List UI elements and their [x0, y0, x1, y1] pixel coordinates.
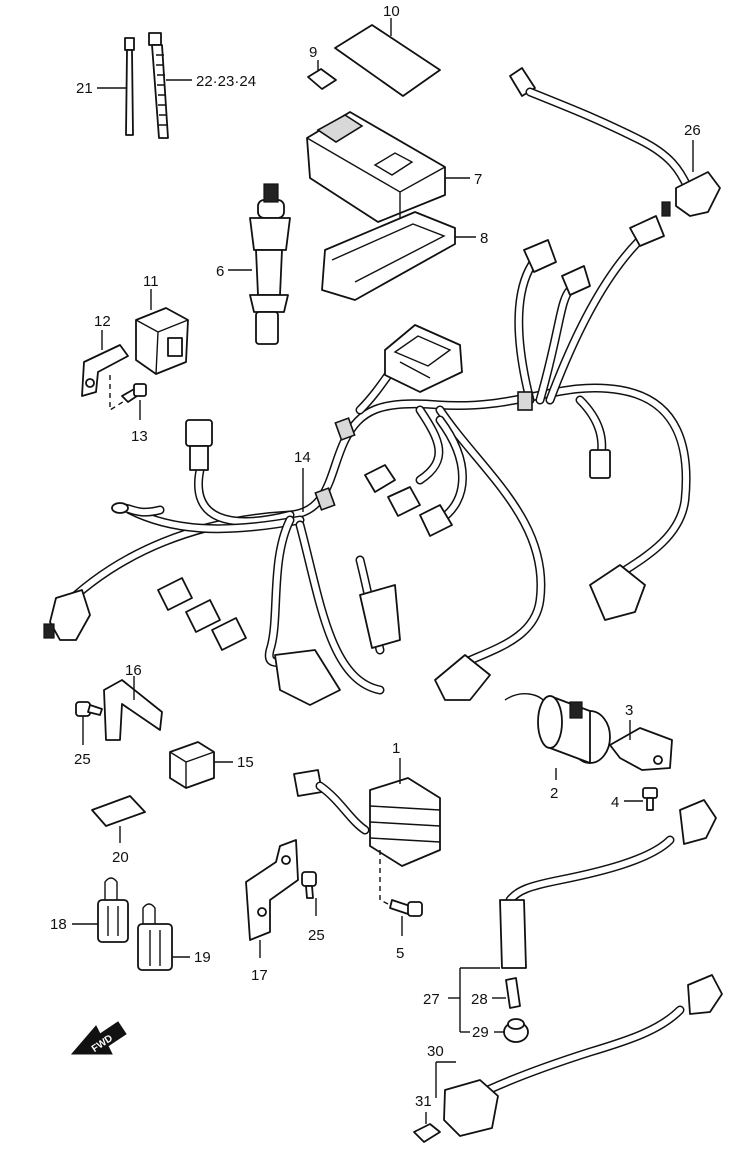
part-11-relay — [135, 289, 189, 375]
callout-25-left: 25 — [74, 751, 91, 768]
callout-20: 20 — [112, 849, 129, 866]
callout-18: 18 — [50, 916, 67, 933]
part-13-bolt — [109, 375, 147, 420]
callout-8: 8 — [480, 230, 488, 247]
part-27-sensor-lead — [448, 799, 717, 1033]
part-6-ignition-coil — [228, 183, 291, 345]
callout-11: 11 — [143, 273, 159, 290]
callout-19: 19 — [194, 949, 211, 966]
callout-4: 4 — [611, 794, 619, 811]
part-15-rubber-cap — [169, 741, 233, 789]
part-26-sensor-lead — [509, 67, 721, 217]
callout-6: 6 — [216, 263, 224, 280]
callout-25-right: 25 — [308, 927, 325, 944]
callout-16: 16 — [125, 662, 142, 679]
callout-30: 30 — [427, 1043, 444, 1060]
callout-31: 31 — [415, 1093, 432, 1110]
fwd-direction-arrow: FWD — [70, 1021, 127, 1055]
part-16-bracket — [103, 676, 163, 741]
callout-12: 12 — [94, 313, 111, 330]
callout-5: 5 — [396, 945, 404, 962]
callout-15: 15 — [237, 754, 254, 771]
callout-28: 28 — [471, 991, 488, 1008]
callout-27: 27 — [423, 991, 440, 1008]
part-25-bolt-left — [75, 701, 103, 745]
part-12-bracket — [81, 330, 129, 397]
part-8-rubber-strap — [321, 211, 476, 301]
part-10-pad — [334, 18, 441, 97]
callout-21: 21 — [76, 80, 93, 97]
callout-9: 9 — [309, 44, 317, 61]
callout-2: 2 — [550, 785, 558, 802]
callout-1: 1 — [392, 740, 400, 757]
part-18-connector — [72, 877, 129, 943]
part-22-24-cable-tie — [148, 32, 192, 139]
part-29-grommet — [494, 1018, 529, 1043]
part-31-fuse — [413, 1112, 441, 1143]
part-14-main-harness — [43, 215, 691, 706]
part-4-bolt — [624, 787, 658, 811]
callout-22-23-24: 22·23·24 — [196, 73, 256, 90]
part-9-small-pad — [307, 60, 337, 90]
part-19-connector — [137, 903, 190, 971]
callout-14: 14 — [294, 449, 311, 466]
part-25-bolt-right — [301, 871, 317, 916]
callout-10: 10 — [383, 3, 400, 20]
callout-29: 29 — [472, 1024, 489, 1041]
part-7-ecu-unit — [306, 111, 470, 223]
callout-13: 13 — [131, 428, 148, 445]
callout-26: 26 — [684, 122, 701, 139]
part-5-bolt — [379, 850, 423, 936]
part-3-bracket — [609, 720, 673, 771]
part-20-pad — [91, 795, 146, 843]
callout-3: 3 — [625, 702, 633, 719]
part-21-cable-tie — [97, 37, 135, 136]
callout-7: 7 — [474, 171, 482, 188]
part-1-regulator — [293, 758, 441, 867]
part-28-pin — [492, 977, 521, 1009]
part-2-condenser — [504, 693, 611, 780]
part-30-harness-lead — [435, 974, 723, 1137]
callout-17: 17 — [251, 967, 268, 984]
part-17-bracket — [245, 839, 299, 958]
